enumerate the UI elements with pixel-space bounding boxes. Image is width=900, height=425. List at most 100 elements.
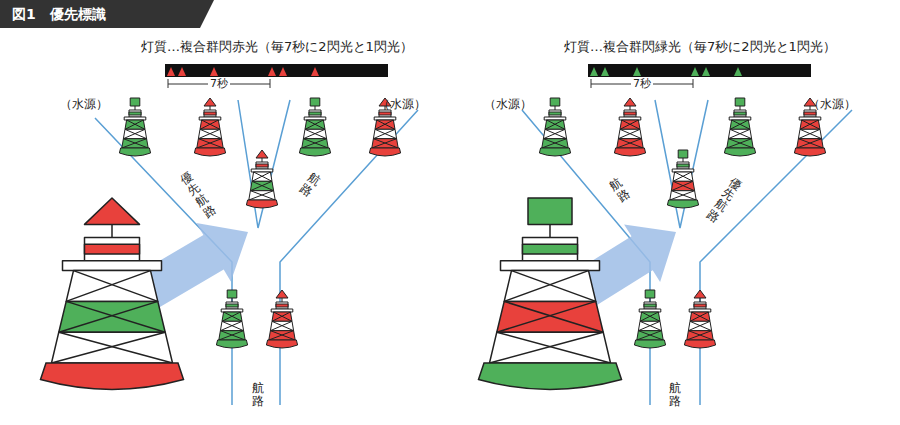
cone-topmark	[85, 198, 140, 224]
flash-mark	[702, 67, 710, 76]
source-label: （水源）	[484, 97, 532, 111]
lattice-strut	[202, 120, 220, 129]
flash-mark	[734, 67, 742, 76]
lantern-band	[276, 304, 288, 307]
platform	[501, 261, 600, 271]
lattice-strut	[675, 172, 693, 181]
lantern-band	[129, 112, 141, 115]
can-topmark	[528, 198, 572, 224]
channel-label: 航路	[608, 176, 633, 204]
buoy-body-section	[373, 129, 396, 138]
flash-mark	[178, 67, 186, 76]
lattice-strut	[372, 139, 397, 148]
lattice-strut	[617, 139, 642, 148]
lattice-strut	[269, 331, 294, 340]
lattice-strut	[497, 301, 596, 332]
lattice-strut	[220, 321, 242, 330]
buoy-body-section	[197, 139, 223, 148]
buoy-hull	[194, 148, 225, 156]
lantern	[226, 302, 238, 309]
topmark-stalk	[683, 158, 684, 162]
buoy-body-section	[670, 191, 696, 200]
buoy-body-section	[125, 120, 145, 129]
lattice-strut	[249, 191, 274, 200]
buoy-hull	[794, 148, 825, 156]
lantern	[85, 238, 140, 261]
buoy-body-section	[798, 129, 821, 138]
buoy-body-section	[673, 172, 693, 181]
lattice-strut	[375, 120, 393, 129]
buoy-body-section	[637, 331, 663, 340]
lattice-strut	[622, 120, 640, 129]
buoy-body-section	[730, 120, 750, 129]
lattice-strut	[59, 301, 158, 332]
buoy-body-section	[270, 321, 293, 330]
lattice-strut	[373, 139, 398, 148]
channel-label: 優先航路	[704, 175, 744, 225]
topmark-stalk	[315, 106, 316, 110]
flash-mark	[590, 67, 598, 76]
lattice-strut	[620, 120, 638, 129]
lattice-strut	[254, 172, 272, 181]
buoy-body-section	[800, 120, 820, 129]
lattice-strut	[52, 332, 166, 363]
lantern	[694, 302, 706, 309]
lantern	[129, 110, 141, 117]
lattice-strut	[640, 321, 662, 330]
flash-mark	[279, 67, 287, 76]
platform	[63, 261, 162, 271]
buoy-body-section	[123, 129, 146, 138]
lattice-strut	[224, 312, 242, 321]
lattice-strut	[730, 129, 752, 138]
lattice-strut	[504, 271, 588, 302]
buoy-hull	[724, 148, 755, 156]
channel-label: 航路	[298, 171, 323, 199]
lattice-strut	[274, 312, 292, 321]
lattice-strut	[512, 271, 596, 302]
lattice-strut	[730, 120, 748, 129]
lattice-strut	[732, 120, 750, 129]
lantern-band	[379, 112, 391, 115]
can-topmark	[735, 98, 745, 106]
channel-label: 航路	[252, 382, 264, 408]
lantern-band	[309, 112, 321, 115]
buoy-hull	[614, 148, 645, 156]
lattice-strut	[673, 181, 695, 190]
lantern	[644, 302, 656, 309]
lattice-strut	[305, 129, 327, 138]
lattice-strut	[542, 139, 567, 148]
lantern	[309, 110, 321, 117]
lattice-strut	[798, 129, 820, 138]
buoy-body-section	[200, 120, 220, 129]
lattice-strut	[543, 139, 568, 148]
light-timing-bar	[165, 64, 388, 77]
buoy-hull	[634, 340, 665, 348]
buoy-body-section	[728, 129, 751, 138]
buoy-body-section	[249, 191, 275, 200]
buoy-body-section	[638, 321, 661, 330]
lattice-strut	[74, 271, 158, 302]
lattice-strut	[638, 331, 663, 340]
flash-mark	[311, 67, 319, 76]
buoy-body-section	[220, 321, 243, 330]
source-label: （水源）	[808, 97, 856, 111]
buoy-body-section	[545, 120, 565, 129]
lattice-strut	[547, 120, 565, 129]
lantern	[276, 302, 288, 309]
lattice-strut	[671, 181, 693, 190]
buoy-hull	[539, 148, 570, 156]
lantern-band	[256, 164, 268, 167]
cone-topmark	[204, 98, 216, 106]
cone-topmark	[256, 150, 268, 158]
lattice-strut	[375, 129, 397, 138]
lattice-strut	[200, 129, 222, 138]
can-topmark	[130, 98, 140, 106]
lantern-band	[734, 112, 746, 115]
lattice-strut	[66, 301, 165, 332]
lantern-band	[804, 112, 816, 115]
lattice-strut	[638, 321, 660, 330]
lattice-strut	[250, 191, 275, 200]
figure-title: 図1 優先標識	[12, 6, 106, 23]
lattice-strut	[222, 321, 244, 330]
buoy-body-section	[797, 139, 823, 148]
